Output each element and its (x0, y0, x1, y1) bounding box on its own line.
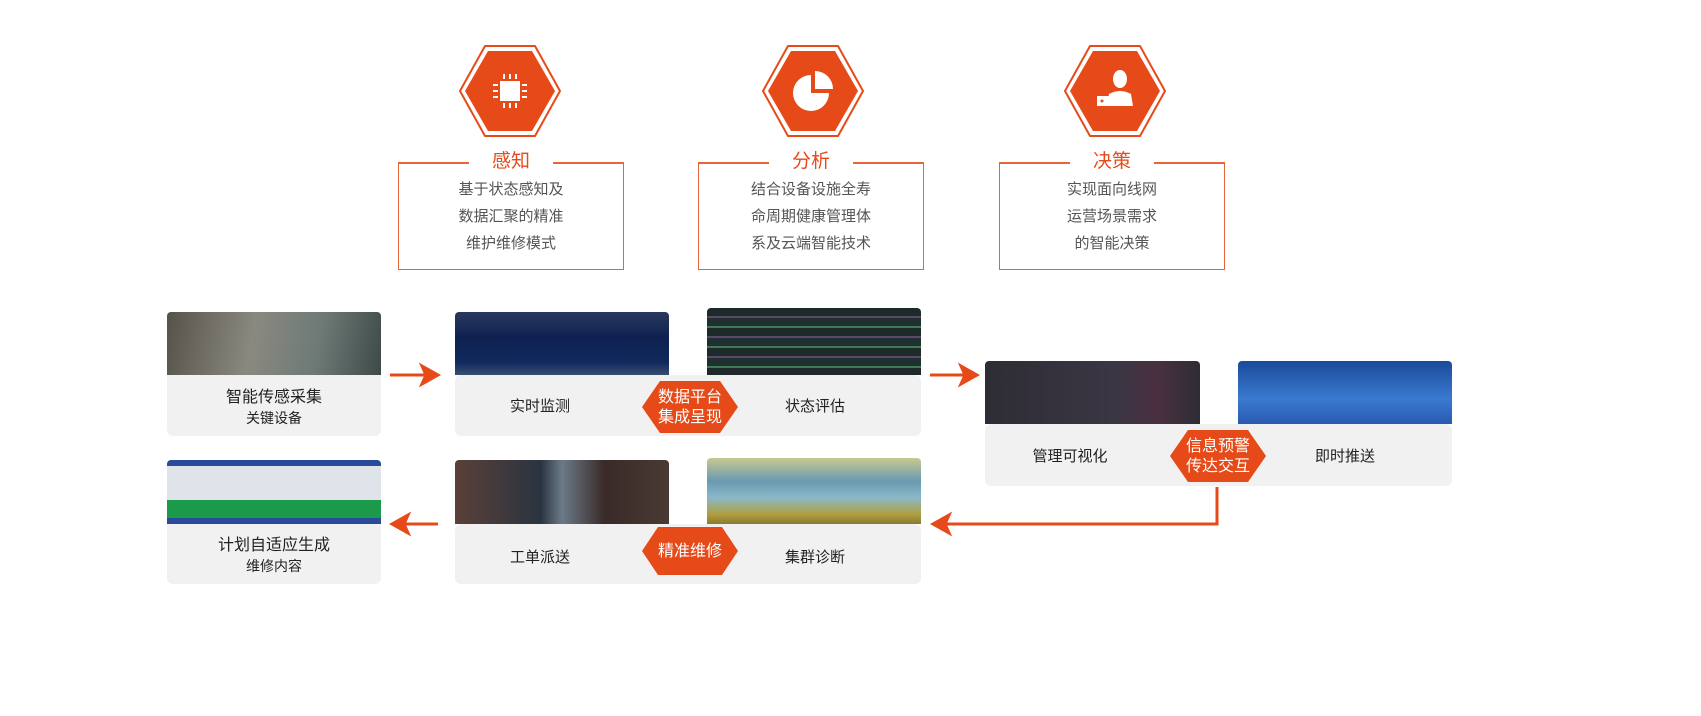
badge-line: 传达交互 (1185, 456, 1250, 475)
badge-line: 信息预警 (1185, 436, 1250, 455)
badge-line: 精准维修 (657, 541, 722, 560)
mobile-push-photo (1238, 361, 1452, 424)
label-line: 计划自适应生成 (217, 535, 330, 554)
pillar-text: 命周期健康管理体 (750, 207, 871, 225)
work-order-photo (455, 460, 669, 524)
label-status-assessment: 状态评估 (784, 397, 845, 415)
arrow-head (929, 511, 953, 537)
dashboard-screenshot (985, 361, 1200, 424)
plan-label: 计划自适应生成维修内容 (167, 534, 381, 578)
pillar-text: 运营场景需求 (1066, 207, 1157, 225)
label-line: 维修内容 (246, 559, 302, 575)
pillar-text: 系及云端智能技术 (750, 234, 871, 252)
label-instant-push: 即时推送 (1314, 447, 1375, 465)
arrow-return-icon (945, 487, 1219, 526)
assessment-screenshot (707, 308, 921, 375)
badge-line: 数据平台 (657, 387, 722, 406)
pillar-text: 数据汇聚的精准 (458, 207, 564, 225)
arrow-head (388, 511, 412, 537)
pillar-title: 感知 (491, 150, 530, 172)
pillar-text: 的智能决策 (1074, 234, 1150, 252)
monitor-screenshot (455, 312, 669, 375)
label-cluster-diagnosis: 集群诊断 (784, 548, 845, 566)
user-laptop-icon (1063, 44, 1167, 138)
sensor-photo (167, 312, 381, 375)
arrow-head (418, 362, 442, 388)
badge-precise-maintenance: 精准维修 (642, 527, 738, 575)
badge-data-platform: 数据平台集成呈现 (642, 381, 738, 433)
pillar-analysis: 分析 结合设备设施全寿命周期健康管理体系及云端智能技术 (698, 150, 924, 270)
pillar-decision: 决策 实现面向线网运营场景需求的智能决策 (999, 150, 1225, 270)
pie-chart-icon (761, 44, 865, 138)
pillar-text: 基于状态感知及 (458, 180, 564, 198)
pillar-text: 维护维修模式 (465, 234, 556, 252)
label-line: 关键设备 (246, 411, 302, 427)
pillar-text: 实现面向线网 (1066, 180, 1157, 198)
label-realtime-monitoring: 实时监测 (509, 397, 570, 415)
badge-alert: 信息预警传达交互 (1170, 430, 1266, 482)
pillar-perception: 感知 基于状态感知及数据汇聚的精准维护维修模式 (398, 150, 624, 270)
schedule-screenshot (167, 460, 381, 524)
badge-line: 集成呈现 (657, 407, 722, 426)
pillar-title: 决策 (1092, 150, 1131, 172)
label-line: 智能传感采集 (225, 387, 322, 406)
sensing-label: 智能传感采集关键设备 (167, 386, 381, 430)
pillar-title: 分析 (791, 150, 830, 172)
label-work-order: 工单派送 (509, 548, 570, 566)
control-room-photo (707, 458, 921, 524)
label-visual-management: 管理可视化 (1032, 447, 1108, 465)
pillar-text: 结合设备设施全寿 (750, 180, 871, 198)
arrow-head (957, 362, 981, 388)
chip-icon (458, 44, 562, 138)
